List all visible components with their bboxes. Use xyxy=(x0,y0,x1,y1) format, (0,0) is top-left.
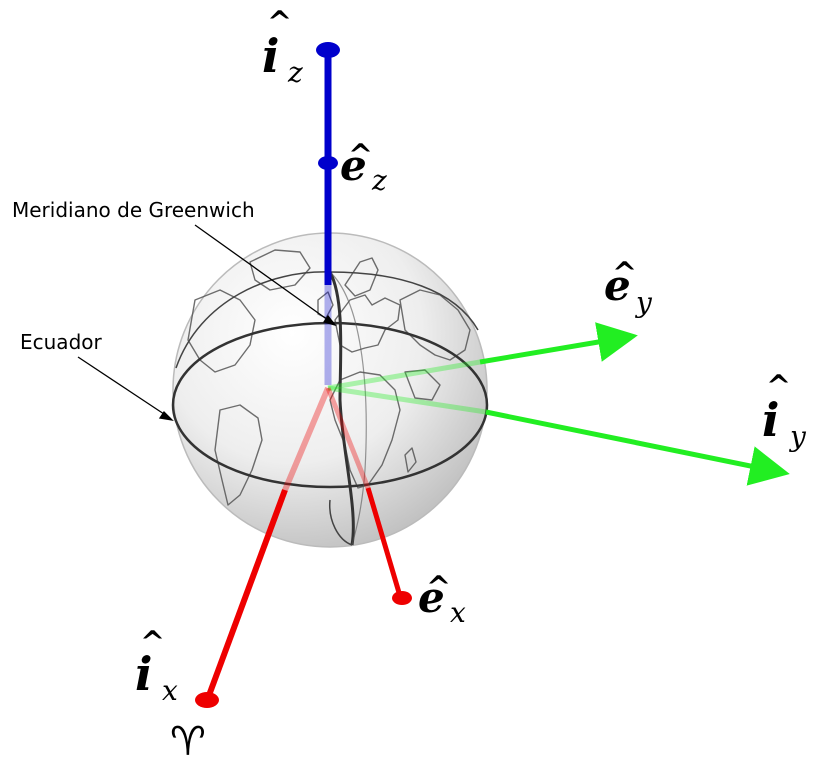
ex-axis-line xyxy=(365,487,403,597)
continent-madagascar xyxy=(404,447,417,473)
ez-axis-tip xyxy=(318,156,338,170)
ix-axis-tip xyxy=(195,692,219,708)
iz-label: ^ i z xyxy=(262,5,303,89)
annotation-leaders xyxy=(77,224,337,421)
continent-europe xyxy=(334,294,401,353)
ez-sub: z xyxy=(371,164,387,197)
ex-axis-inside-globe xyxy=(325,387,371,489)
meridian-back xyxy=(329,271,367,546)
greenwich-leader-arrowhead xyxy=(322,314,337,327)
equator-label: Ecuador xyxy=(20,330,102,354)
iy-hat: ^ xyxy=(766,369,791,404)
ex-label: ^ e x xyxy=(418,570,466,629)
y-axes xyxy=(327,322,790,486)
ey-hat: ^ xyxy=(612,256,637,291)
iy-sub: y xyxy=(788,420,807,453)
iz-hat: ^ xyxy=(267,5,292,40)
x-axes xyxy=(195,386,412,708)
iz-base: i xyxy=(262,29,279,83)
ez-hat: ^ xyxy=(348,138,373,173)
ex-axis-tip xyxy=(392,591,412,605)
ix-base: i xyxy=(135,647,152,701)
aries-symbol: ♈ xyxy=(170,719,206,765)
iy-axis-inside-globe xyxy=(327,385,487,415)
ix-hat: ^ xyxy=(140,625,165,660)
latitude-circle-top-right xyxy=(329,271,479,331)
ix-axis-inside-globe xyxy=(282,386,331,492)
ix-sub: x xyxy=(162,674,178,707)
ix-label: ^ i x xyxy=(135,625,178,707)
ix-axis-line xyxy=(205,488,288,700)
continent-africa xyxy=(329,371,401,489)
continent-greenland xyxy=(249,249,311,291)
ez-base: e xyxy=(340,141,367,190)
meridian-lower-arc xyxy=(329,499,353,546)
iy-base: i xyxy=(762,393,779,447)
continent-scandinavia xyxy=(344,257,379,297)
continent-north-america xyxy=(187,289,256,373)
continent-outlines xyxy=(187,249,471,506)
continent-uk xyxy=(317,291,334,319)
ex-base: e xyxy=(418,573,445,622)
iz-axis-tip xyxy=(316,42,340,58)
ex-sub: x xyxy=(450,596,466,629)
continent-south-america xyxy=(214,404,263,506)
equator-leader-line xyxy=(77,356,171,419)
iy-axis-line xyxy=(485,409,790,486)
ey-sub: y xyxy=(634,286,653,319)
greenwich-meridian-line xyxy=(328,271,355,546)
latitude-circle-top xyxy=(175,271,331,369)
continent-asia xyxy=(399,289,471,361)
iy-label: ^ i y xyxy=(762,369,807,453)
ey-axis-line xyxy=(479,322,638,365)
iz-sub: z xyxy=(287,56,303,89)
equator-leader-arrowhead xyxy=(158,410,174,421)
ey-axis-inside-globe xyxy=(327,359,481,391)
continent-arabia xyxy=(404,369,441,401)
ey-label: ^ e y xyxy=(604,256,653,319)
greenwich-label: Meridiano de Greenwich xyxy=(12,198,255,222)
greenwich-leader-line xyxy=(194,224,336,326)
z-axis xyxy=(316,42,340,385)
ex-hat: ^ xyxy=(426,570,451,605)
ez-label: ^ e z xyxy=(340,138,387,197)
ey-base: e xyxy=(604,261,631,310)
